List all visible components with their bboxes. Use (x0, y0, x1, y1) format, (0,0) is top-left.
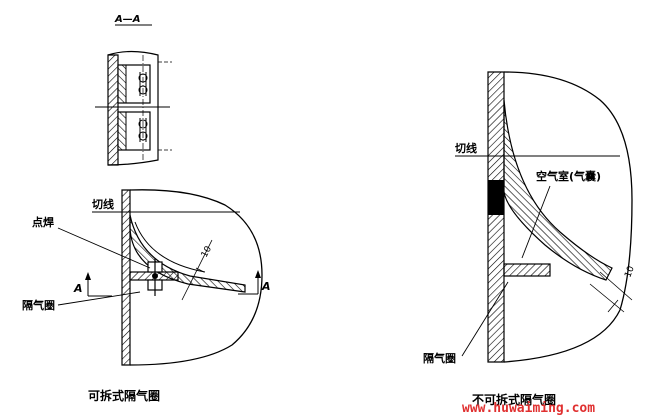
section-a-a-view: A—A (95, 14, 172, 166)
vessel-wall-right (487, 71, 505, 363)
caption-right: 不可拆式隔气圈 (472, 392, 556, 407)
dimension-10-label-left: 10 (200, 244, 214, 259)
non-detachable-ring-view: 切线 空气室(气囊) 隔气圈 10 不可拆式隔气圈 (423, 71, 637, 407)
head-outline-left (129, 189, 263, 366)
air-chamber-label: 空气室(气囊) (536, 169, 601, 183)
section-mark-left: A (73, 282, 83, 295)
ring-flange-right (503, 263, 551, 277)
section-mark-arrow-left (85, 272, 112, 297)
section-wall-hatch (107, 54, 119, 166)
upper-clamp-hatch (117, 64, 127, 104)
ring-inner-curve (134, 221, 206, 273)
detachable-ring-view: 切线 点焊 隔气圈 A A (22, 189, 271, 403)
cut-line-label-left: 切线 (92, 197, 114, 211)
non-detachable-ring (503, 99, 613, 281)
cut-line-label-right: 切线 (455, 141, 477, 155)
weld-fill (488, 180, 504, 215)
ring-leader-right (461, 281, 509, 357)
air-chamber-leader (521, 185, 551, 259)
ring-label-left: 隔气圈 (22, 298, 55, 312)
dimension-10-label-right: 10 (623, 265, 636, 279)
dimension-10-left (181, 239, 213, 301)
spot-weld-leader (57, 227, 151, 269)
section-a-a-label: A—A (114, 14, 140, 25)
ring-label-right: 隔气圈 (423, 351, 456, 365)
watermark-text: www.huwaiming.com (462, 401, 595, 415)
flange-bolt (147, 258, 163, 296)
ring-leader-left (57, 291, 141, 306)
head-outline-right (503, 71, 633, 363)
vessel-wall-left (121, 189, 131, 366)
section-mark-right: A (261, 280, 271, 293)
section-mark-arrow-right (238, 270, 261, 295)
dimension-10-right (589, 271, 633, 313)
lower-clamp-hatch (117, 111, 127, 151)
caption-left: 可拆式隔气圈 (88, 388, 160, 403)
spot-weld-label: 点焊 (32, 215, 54, 229)
